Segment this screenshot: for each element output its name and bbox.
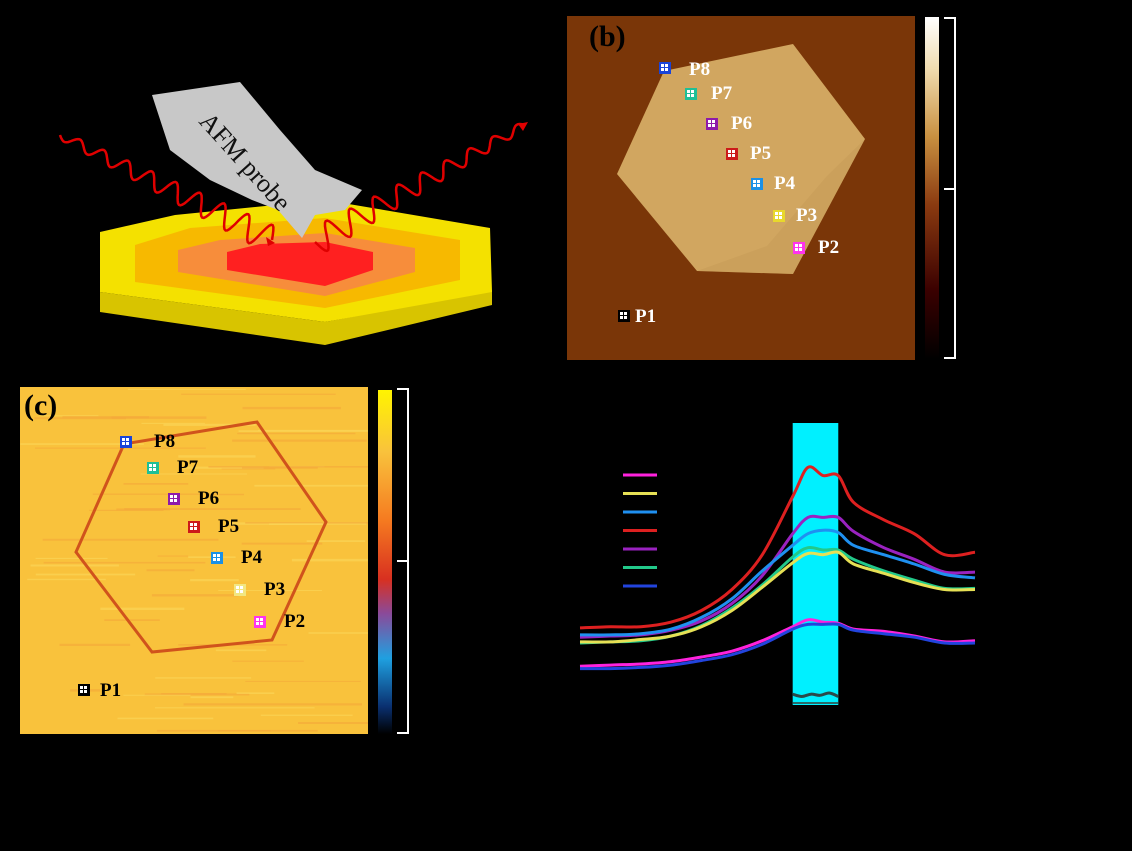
marker-p4 xyxy=(211,552,223,564)
marker-p3 xyxy=(773,210,785,222)
nearfield-map xyxy=(20,388,368,732)
marker-label-p2: P2 xyxy=(284,611,306,632)
panel-c-colorbar xyxy=(378,390,392,734)
marker-label-p4: P4 xyxy=(241,547,263,568)
highlight-band xyxy=(792,423,839,705)
nearfield-texture xyxy=(20,388,368,732)
marker-p5 xyxy=(188,521,200,533)
spectra-chart xyxy=(579,423,976,705)
topography-map xyxy=(617,44,865,274)
marker-p8 xyxy=(659,62,671,74)
marker-label-p1: P1 xyxy=(100,680,122,701)
marker-p6 xyxy=(706,118,718,130)
marker-label-p3: P3 xyxy=(264,579,286,600)
marker-p2 xyxy=(254,616,266,628)
spectrum-line-7 xyxy=(579,622,976,671)
marker-label-p4: P4 xyxy=(774,173,796,194)
marker-p8 xyxy=(120,436,132,448)
marker-label-p7: P7 xyxy=(711,83,733,104)
topography-flake xyxy=(617,44,865,274)
incident-arrow-head xyxy=(266,237,275,246)
flake-core xyxy=(227,242,373,286)
spectrum-line-1 xyxy=(579,465,976,630)
panel-d xyxy=(560,400,990,730)
afm-probe xyxy=(152,82,362,238)
marker-label-p7: P7 xyxy=(177,457,199,478)
marker-label-p5: P5 xyxy=(750,143,772,164)
topography-flake-shade xyxy=(697,139,865,274)
marker-p1 xyxy=(78,684,90,696)
marker-p5 xyxy=(726,148,738,160)
marker-p6 xyxy=(168,493,180,505)
marker-p7 xyxy=(147,462,159,474)
marker-label-p3: P3 xyxy=(796,205,818,226)
incident-wave xyxy=(58,134,275,245)
marker-p3 xyxy=(234,584,246,596)
marker-label-p1: P1 xyxy=(635,306,657,327)
flake-base xyxy=(100,290,492,345)
panel-a: AFM probe xyxy=(40,60,540,360)
marker-p4 xyxy=(751,178,763,190)
spectrum-line-6 xyxy=(579,618,976,668)
scattered-arrow-head xyxy=(518,122,528,131)
spectrum-line-5 xyxy=(579,550,976,644)
scattered-wave xyxy=(314,122,526,253)
panel-b-colorbar-tick xyxy=(944,188,956,190)
panel-c-colorbar-tick xyxy=(397,560,409,562)
marker-label-p6: P6 xyxy=(198,488,220,509)
nearfield-flake-edge xyxy=(74,420,328,654)
marker-p1 xyxy=(618,310,630,322)
panel-b-colorbar xyxy=(925,17,939,359)
panel-c-label: (c) xyxy=(24,389,58,422)
afm-schematic: AFM probe xyxy=(58,82,528,345)
marker-label-p6: P6 xyxy=(731,113,753,134)
marker-p7 xyxy=(685,88,697,100)
marker-p2 xyxy=(793,242,805,254)
marker-label-p2: P2 xyxy=(818,237,840,258)
marker-label-p8: P8 xyxy=(689,59,711,80)
marker-label-p5: P5 xyxy=(218,516,240,537)
panel-b-label: (b) xyxy=(589,20,626,53)
marker-label-p8: P8 xyxy=(154,431,176,452)
spectrum-line-3 xyxy=(579,528,976,637)
spectrum-line-8 xyxy=(792,691,839,699)
spectrum-line-4 xyxy=(579,545,976,645)
